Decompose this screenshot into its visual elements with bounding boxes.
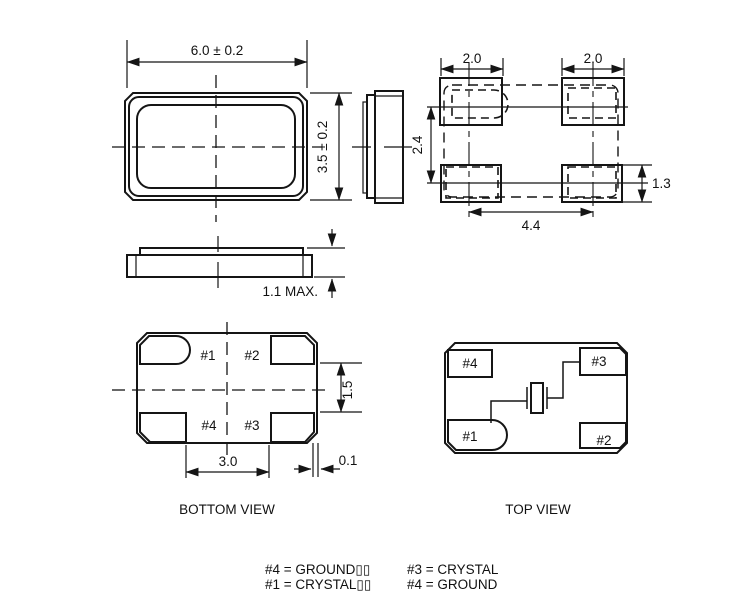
pin-assignment-legend: #4 = GROUND▯▯ #1 = CRYSTAL▯▯ #3 = CRYSTA… [265,562,499,592]
pad4-label: #4 [201,418,217,433]
pad3-shape [270,412,315,443]
horizontal-pitch-dimension: 4.4 [468,207,594,233]
package-footprint-outline [443,84,619,198]
pad-height-dimension: 1.3 [615,164,671,203]
wire-crystal-to-pad3 [547,361,580,399]
land-pad-bottom-left [440,164,502,203]
pad-height-label: 1.3 [652,176,671,191]
vertical-pitch-label: 2.4 [410,135,425,154]
pad2-shape [579,422,627,449]
lid-profile [139,247,304,256]
pad1-shape [447,419,508,451]
pad4-label: #4 [462,356,478,371]
height-dimension: 3.5 ± 0.2 [310,92,352,201]
side-view [352,90,412,204]
top-view: #4 #3 #1 #2 TOP VIEW [444,342,628,517]
horizontal-pitch-label: 4.4 [522,218,541,233]
body-profile [126,254,313,278]
package-pad4-outline [445,166,499,199]
legend-right-line1: #3 = CRYSTAL [407,562,499,577]
legend-left-line2: #1 = CRYSTAL▯▯ [265,577,371,592]
pad2-shape [270,335,315,365]
pad1-label: #1 [462,429,477,444]
crystal-element-symbol [526,382,548,414]
pad4-shape [447,349,493,378]
top-view-caption: TOP VIEW [505,502,571,517]
package-outline [124,92,308,201]
pad3-label: #3 [244,418,259,433]
pad1-label: #1 [200,348,215,363]
pad2-label: #2 [596,433,611,448]
profile-view: 1.1 MAX. [126,229,345,299]
package-outline [136,332,318,444]
pad1-shape [139,335,191,365]
edge-offset-label: 0.1 [339,453,358,468]
package-pad1-outline [451,89,509,119]
pad4-shape [139,412,187,443]
pad3-label: #3 [591,354,606,369]
land-pattern-view: 2.0 2.0 2.4 4.4 1.3 [410,51,671,233]
legend-left-line1: #4 = GROUND▯▯ [265,562,370,577]
width-dim-label: 6.0 ± 0.2 [191,43,243,58]
edge-offset-dimension: 0.1 [294,443,357,477]
pad-span-label: 3.0 [219,454,238,469]
pad-width-left-label: 2.0 [463,51,482,66]
land-pad-top-right [561,77,625,126]
bottom-view-caption: BOTTOM VIEW [179,502,275,517]
wire-pad1-to-crystal [490,400,527,423]
width-dimension: 6.0 ± 0.2 [126,40,308,88]
legend-right-line2: #4 = GROUND [407,577,498,592]
height-dim-label: 3.5 ± 0.2 [315,121,330,173]
pad-width-right-dimension: 2.0 [561,51,625,76]
front-view: 6.0 ± 0.2 3.5 ± 0.2 [112,40,352,222]
land-pad-top-left [439,77,503,126]
land-pad-bottom-right [561,164,623,203]
thickness-dim-label: 1.1 MAX. [262,284,318,299]
pad-span-dimension: 3.0 [185,445,270,478]
crystal-body [530,382,544,414]
thickness-dimension: 1.1 MAX. [262,229,345,299]
pad-width-right-label: 2.0 [584,51,603,66]
package-outline [444,342,628,454]
bottom-view: #1 #2 #4 #3 1.5 3.0 0.1 BOTTOM VIEW [112,322,362,517]
pad2-label: #2 [244,348,259,363]
pad-height-dimension: 1.5 [320,362,362,413]
package-pad2-outline [567,87,617,119]
pad-width-left-dimension: 2.0 [440,51,504,76]
pad3-shape [579,347,627,376]
vertical-pitch-dimension: 2.4 [410,106,436,184]
pad-height-label: 1.5 [340,381,355,400]
